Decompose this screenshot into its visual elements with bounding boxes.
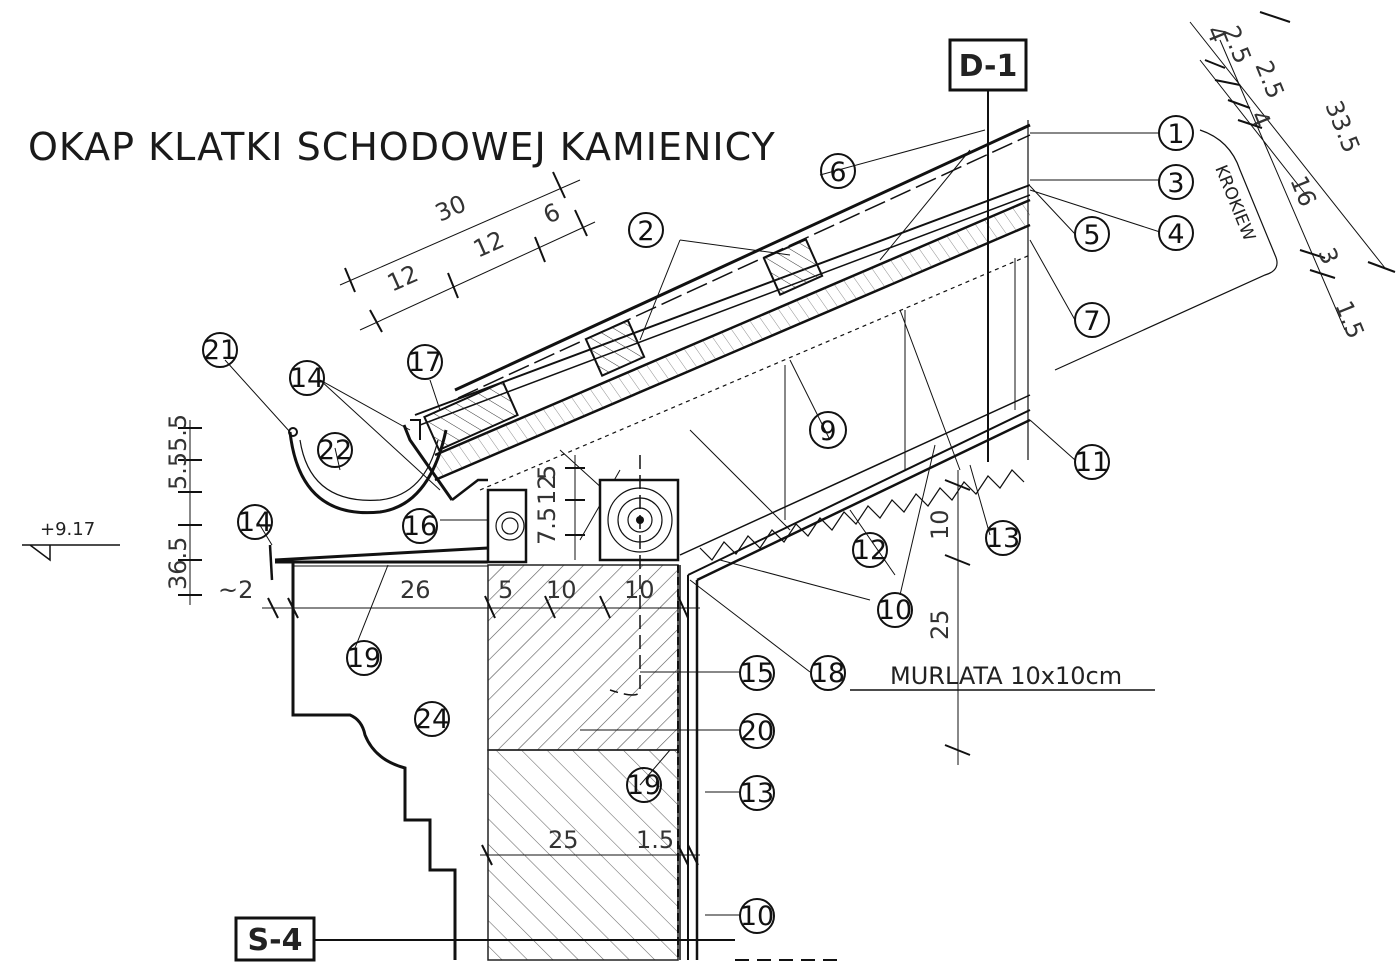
callout-13-top: 13	[985, 520, 1021, 556]
svg-text:5: 5	[1083, 220, 1100, 251]
svg-text:KROKIEW: KROKIEW	[1210, 162, 1259, 244]
svg-text:MURLATA 10x10cm: MURLATA 10x10cm	[890, 662, 1122, 690]
svg-text:3: 3	[1312, 244, 1344, 269]
callout-18: 18	[810, 655, 846, 691]
svg-text:24: 24	[415, 704, 449, 735]
cornice-profile	[275, 560, 488, 960]
callout-3: 3	[1158, 164, 1194, 200]
callout-19-lower: 19	[626, 767, 662, 803]
callout-21: 21	[202, 332, 238, 368]
svg-text:16: 16	[403, 511, 437, 542]
murlata-note: MURLATA 10x10cm	[850, 662, 1155, 691]
svg-text:14: 14	[238, 507, 272, 538]
callout-24: 24	[414, 701, 450, 737]
wall-plate	[486, 455, 680, 696]
svg-text:20: 20	[740, 716, 774, 747]
svg-text:7: 7	[1083, 306, 1100, 337]
roof-layers	[414, 120, 1031, 561]
svg-text:1: 1	[1167, 119, 1184, 150]
svg-text:4: 4	[1167, 219, 1184, 250]
svg-text:10: 10	[878, 595, 912, 626]
svg-text:1.5: 1.5	[1329, 297, 1369, 343]
svg-text:36.5: 36.5	[164, 537, 192, 590]
callout-14-left: 14	[237, 504, 273, 540]
callout-6: 6	[820, 153, 856, 189]
svg-text:26: 26	[400, 576, 431, 604]
callout-1: 1	[1158, 115, 1194, 151]
svg-text:5: 5	[498, 576, 513, 604]
svg-text:19: 19	[627, 770, 661, 801]
svg-text:16: 16	[1284, 172, 1321, 211]
svg-text:13: 13	[740, 778, 774, 809]
svg-text:33.5: 33.5	[1319, 97, 1365, 157]
svg-text:21: 21	[203, 335, 237, 366]
svg-text:12: 12	[469, 225, 508, 263]
svg-text:6: 6	[539, 198, 564, 230]
svg-text:5.5: 5.5	[164, 452, 192, 490]
svg-text:2: 2	[637, 216, 654, 247]
svg-text:7.5: 7.5	[533, 507, 561, 545]
callout-leaders	[224, 129, 1161, 916]
svg-text:15: 15	[740, 658, 774, 689]
svg-text:12: 12	[383, 259, 422, 297]
callout-16: 16	[402, 508, 438, 544]
dimension-lines	[178, 11, 1396, 866]
svg-text:12: 12	[853, 535, 887, 566]
svg-text:5.5: 5.5	[164, 414, 192, 452]
callout-22: 22	[317, 432, 353, 468]
callout-12: 12	[852, 532, 888, 568]
svg-text:~2: ~2	[218, 576, 253, 604]
svg-text:17: 17	[408, 347, 442, 378]
svg-text:12: 12	[533, 474, 561, 505]
callout-19-upper: 19	[346, 640, 382, 676]
svg-text:25: 25	[926, 609, 954, 640]
svg-text:5: 5	[533, 465, 561, 480]
svg-text:10: 10	[740, 901, 774, 932]
section-marker-s4: S-4	[234, 916, 840, 962]
callout-4: 4	[1158, 215, 1194, 251]
svg-text:14: 14	[290, 363, 324, 394]
elevation-mark: +9.17	[22, 519, 120, 562]
callout-14-top: 14	[289, 360, 325, 396]
callout-9: 9	[809, 411, 847, 449]
svg-text:18: 18	[811, 658, 845, 689]
svg-text:D-1: D-1	[959, 49, 1018, 84]
svg-text:9: 9	[819, 416, 836, 447]
callout-15: 15	[739, 655, 775, 691]
svg-text:10: 10	[546, 576, 577, 604]
svg-text:3: 3	[1167, 168, 1184, 199]
roof-battens	[423, 238, 824, 452]
callout-5: 5	[1074, 216, 1110, 252]
svg-text:11: 11	[1075, 447, 1109, 478]
svg-text:6: 6	[829, 157, 846, 188]
callout-7: 7	[1074, 302, 1110, 338]
svg-text:S-4: S-4	[248, 923, 303, 958]
callout-2: 2	[628, 212, 664, 248]
internal-wall-finish	[679, 409, 1031, 960]
drawing-title: OKAP KLATKI SCHODOWEJ KAMIENICY	[28, 125, 776, 169]
callout-10-lower: 10	[739, 898, 775, 934]
gutter	[268, 419, 489, 581]
callout-11: 11	[1074, 444, 1110, 480]
svg-text:2.5: 2.5	[1249, 57, 1289, 103]
callout-10-right: 10	[877, 592, 913, 628]
callout-17: 17	[407, 344, 443, 380]
svg-text:+9.17: +9.17	[40, 519, 95, 540]
section-marker-d1: D-1	[948, 38, 1028, 462]
svg-text:13: 13	[986, 523, 1020, 554]
svg-text:19: 19	[347, 643, 381, 674]
masonry-wall	[487, 564, 679, 961]
svg-text:1.5: 1.5	[636, 826, 674, 854]
callout-20: 20	[739, 713, 775, 749]
svg-text:25: 25	[548, 826, 579, 854]
svg-text:10: 10	[926, 509, 954, 540]
svg-text:22: 22	[318, 435, 352, 466]
callout-13-lower: 13	[739, 775, 775, 811]
svg-text:10: 10	[624, 576, 655, 604]
svg-text:30: 30	[431, 189, 470, 227]
